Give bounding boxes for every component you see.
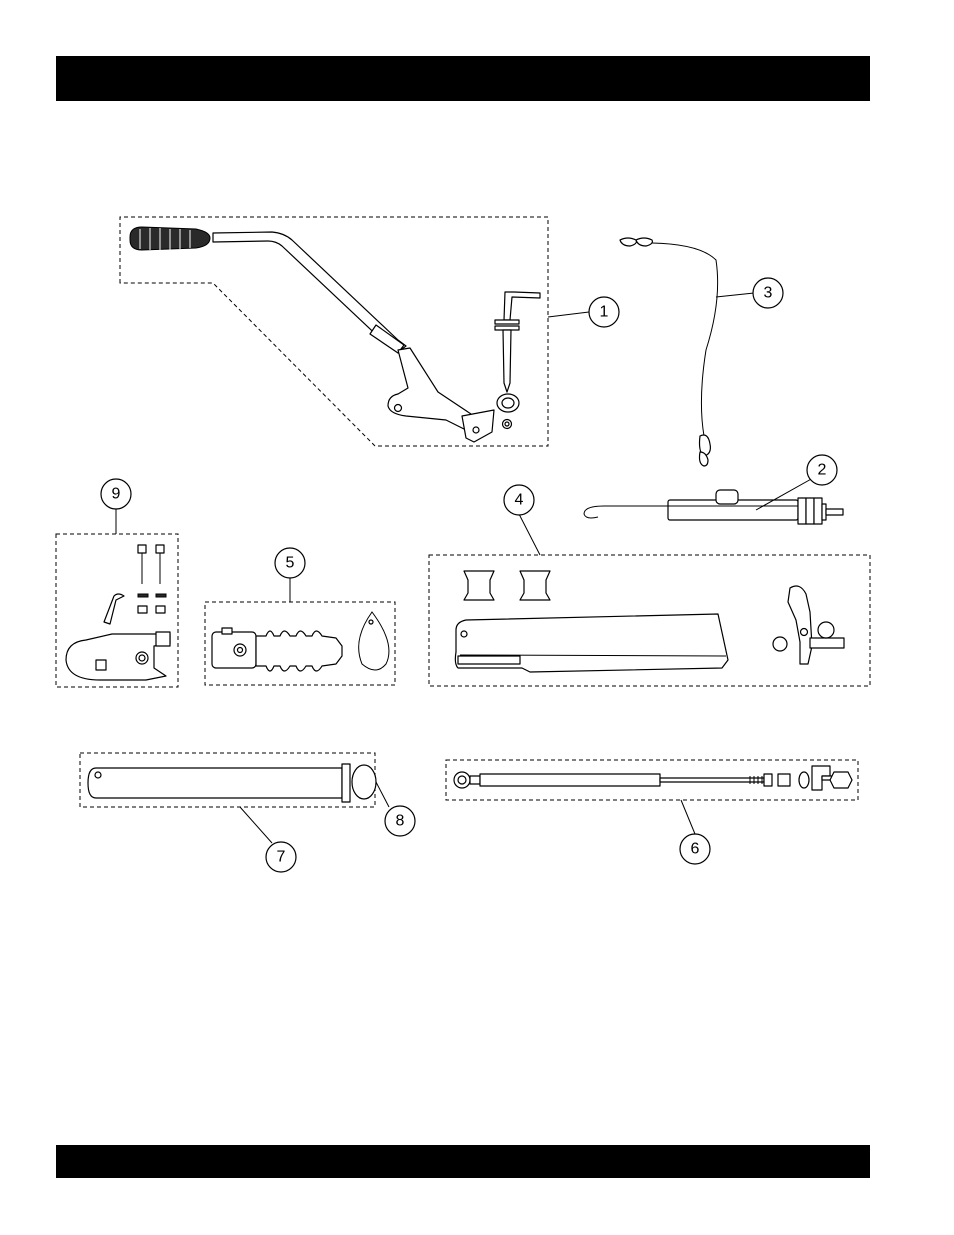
boot-assembly — [205, 602, 395, 685]
callout-2: 2 — [807, 455, 837, 485]
svg-text:3: 3 — [764, 285, 773, 302]
callout-9: 9 — [101, 479, 131, 509]
safety-chain — [620, 238, 718, 466]
svg-text:1: 1 — [600, 304, 609, 321]
rod-assembly — [446, 760, 858, 800]
callout-3: 3 — [753, 278, 783, 308]
svg-text:8: 8 — [396, 813, 405, 830]
handle-assembly — [120, 217, 548, 446]
svg-text:9: 9 — [112, 486, 121, 503]
pin-assembly — [80, 753, 376, 807]
svg-text:2: 2 — [818, 462, 827, 479]
frame-assembly — [429, 555, 870, 686]
callout-7: 7 — [266, 842, 296, 872]
callout-8: 8 — [385, 806, 415, 836]
svg-text:5: 5 — [286, 555, 295, 572]
svg-text:7: 7 — [277, 849, 286, 866]
callout-5: 5 — [275, 548, 305, 578]
callout-4: 4 — [504, 485, 534, 515]
callout-1: 1 — [589, 297, 619, 327]
svg-text:4: 4 — [515, 492, 524, 509]
svg-text:6: 6 — [691, 841, 700, 858]
coupler-assembly — [56, 534, 178, 687]
callout-6: 6 — [680, 834, 710, 864]
coupler-lever — [584, 490, 843, 524]
